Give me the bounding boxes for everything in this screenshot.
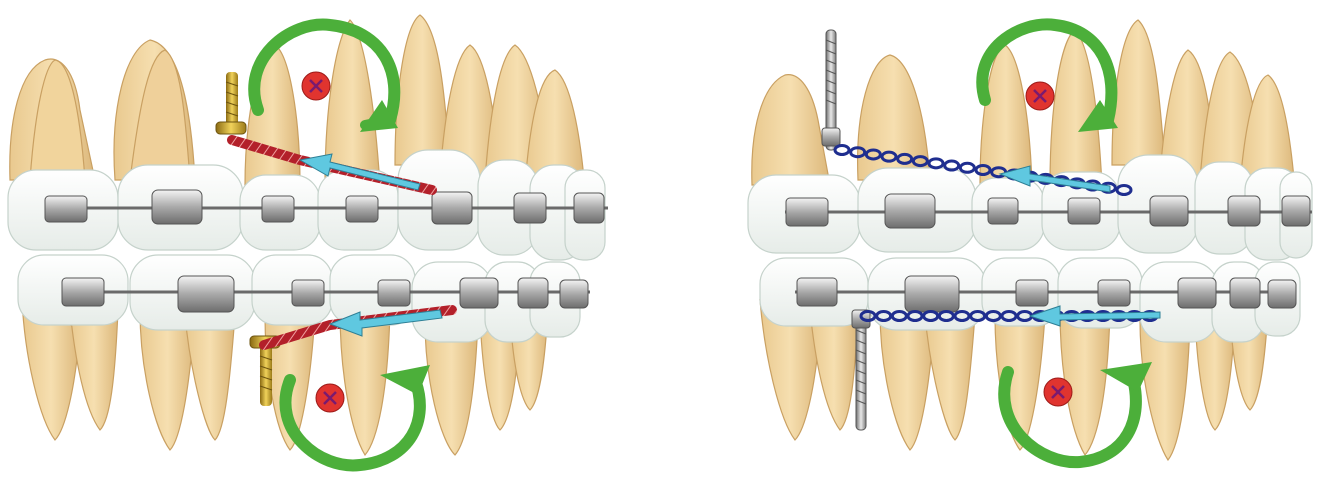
chain-link xyxy=(960,163,974,172)
chain-link xyxy=(929,159,943,168)
chain-link xyxy=(945,161,959,170)
lower-rotation-arrowhead-right xyxy=(1100,362,1152,392)
left-panel xyxy=(8,15,608,465)
upper-mini-implant-gold xyxy=(216,72,246,134)
upper-mini-implant-silver xyxy=(822,30,840,150)
lower-center-marker-right xyxy=(1044,378,1072,406)
upper-center-marker xyxy=(302,72,330,100)
upper-center-marker-right xyxy=(1026,82,1054,110)
lower-center-marker xyxy=(316,384,344,412)
right-panel xyxy=(748,20,1312,462)
chain-link xyxy=(835,146,849,155)
